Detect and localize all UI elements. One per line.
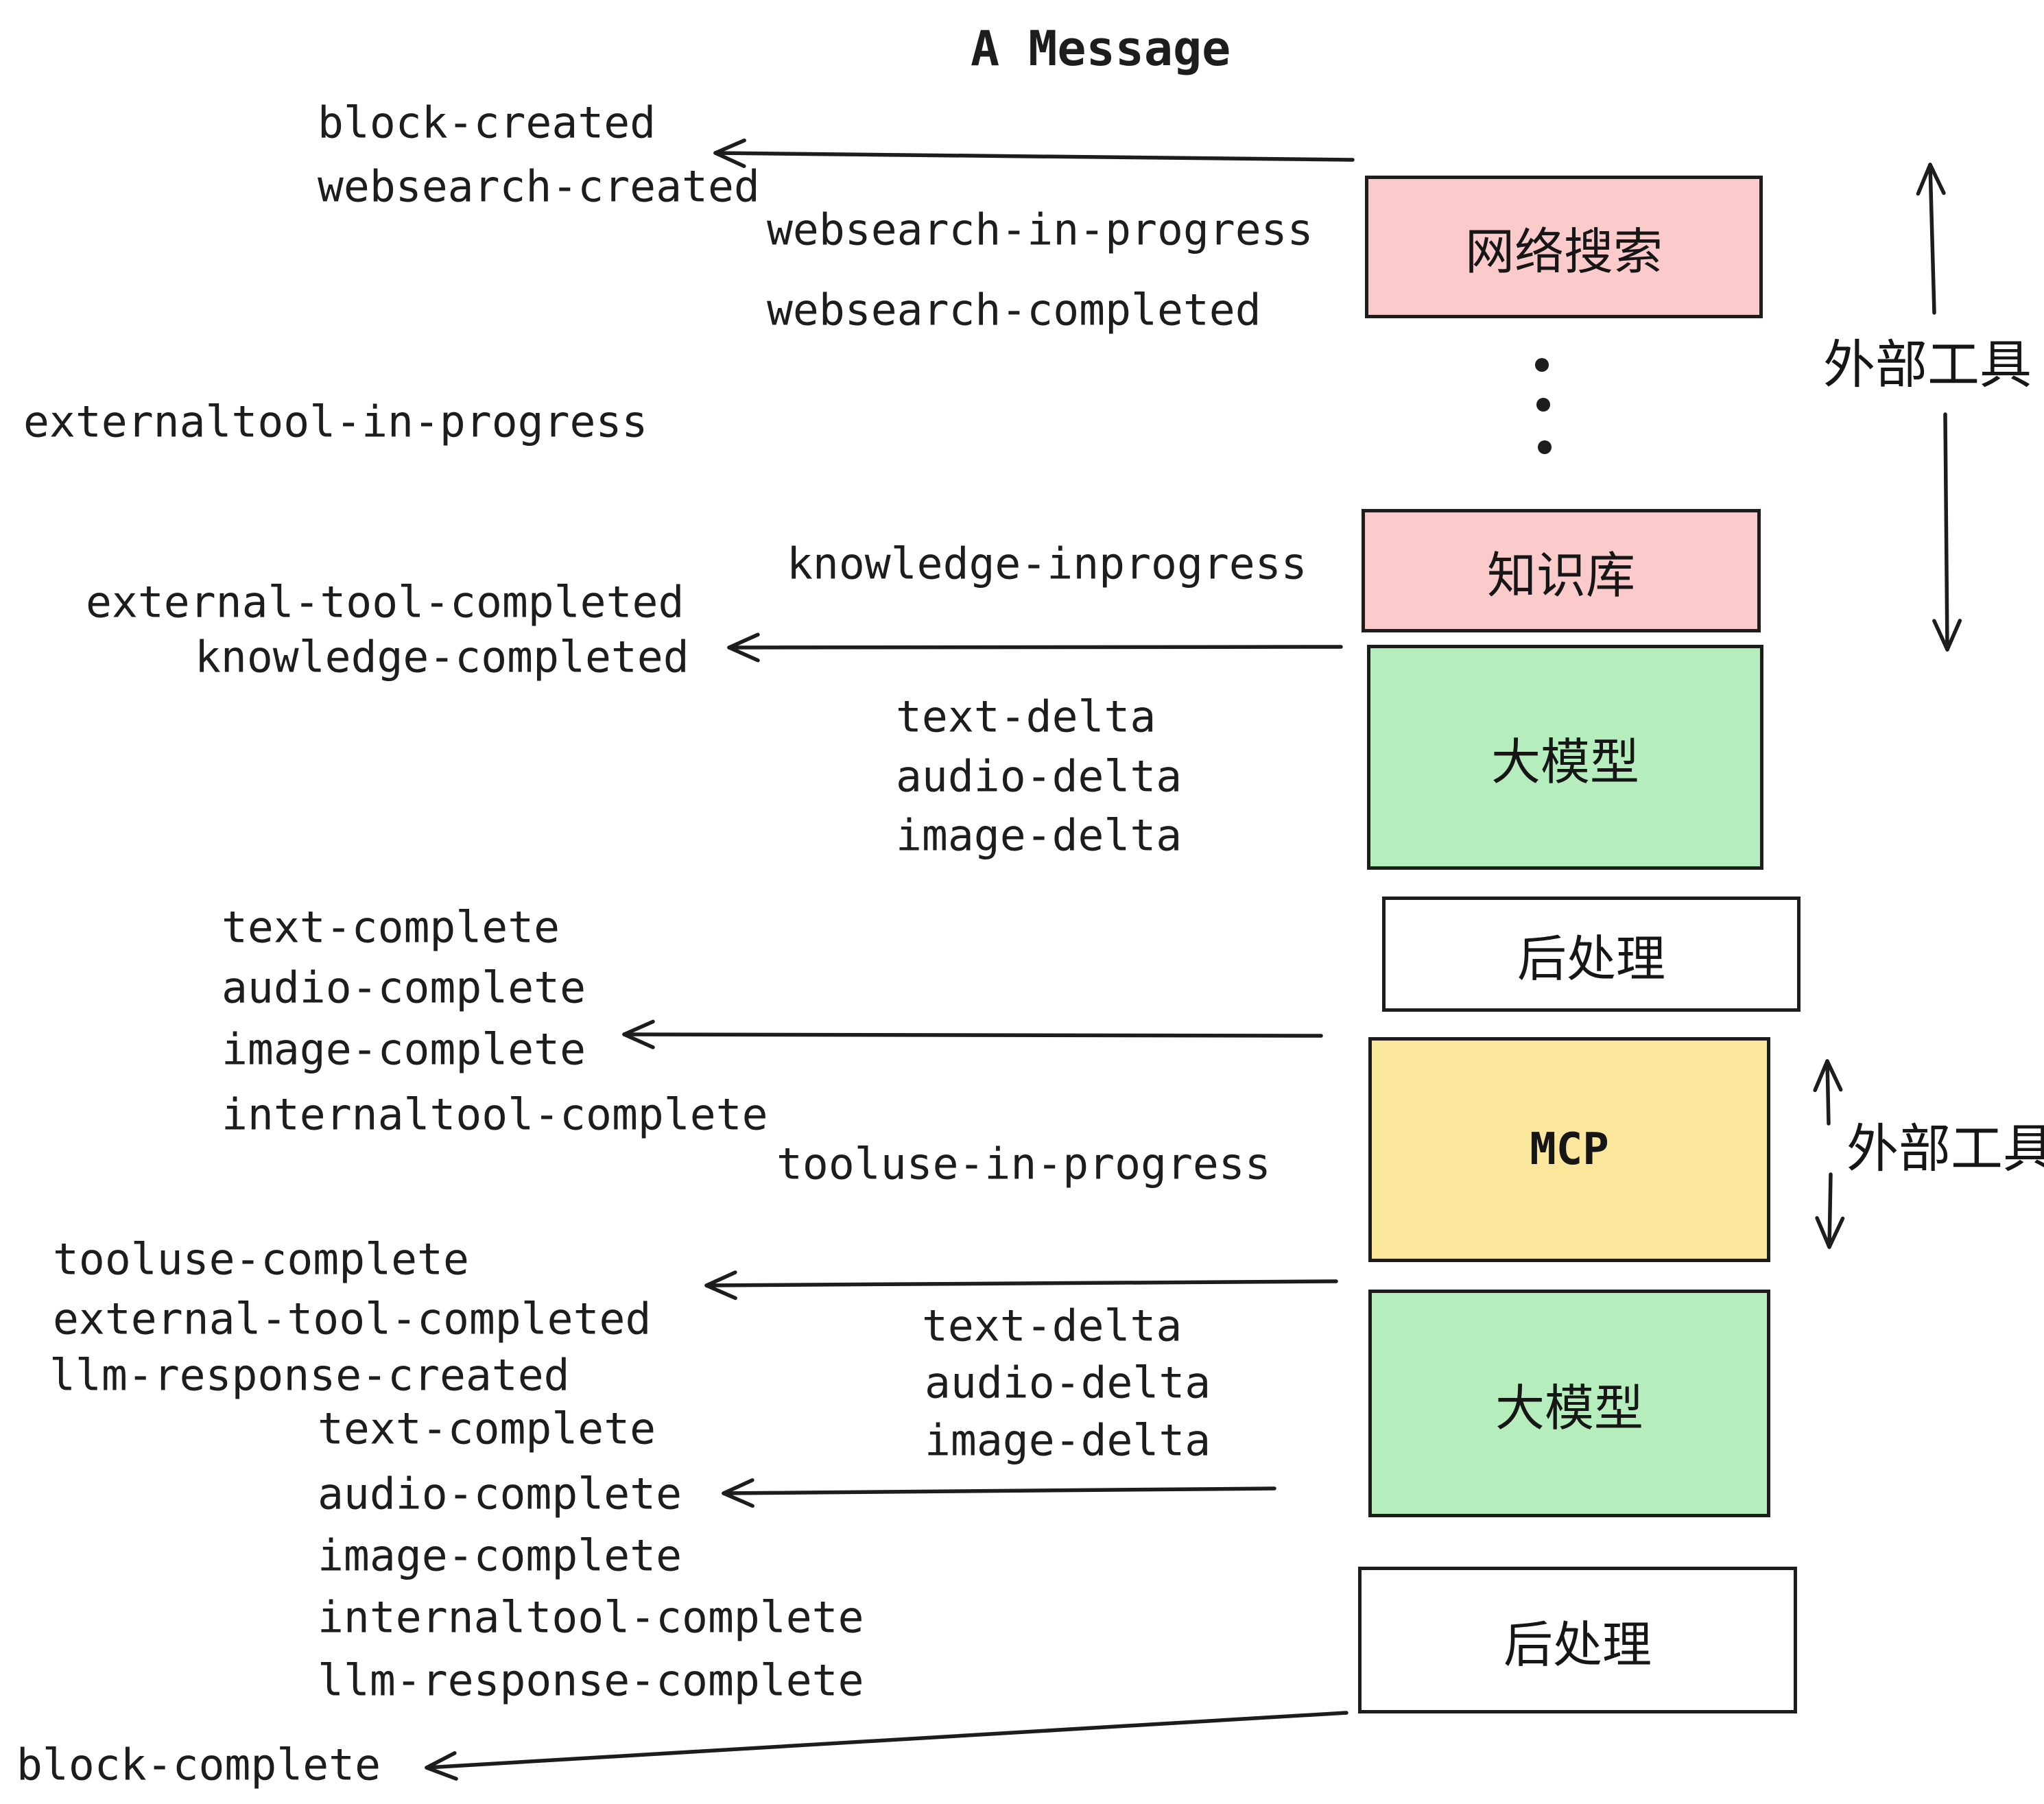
flow-box-label: 大模型 xyxy=(1490,735,1639,790)
event-label-image-complete: image-complete xyxy=(222,1024,586,1075)
event-label-tooluse-complete: tooluse-complete xyxy=(53,1234,469,1285)
event-label-text-delta: text-delta xyxy=(922,1301,1183,1351)
ellipsis-dot-3 xyxy=(1538,440,1552,454)
event-label-block-created: block-created xyxy=(318,97,656,148)
arrow-external-tools-up-1 xyxy=(1916,163,1946,315)
flow-box-websearch: 网络搜索 xyxy=(1365,176,1763,318)
event-label-text-delta: text-delta xyxy=(896,691,1156,742)
event-label-internaltool-complete: internaltool-complete xyxy=(222,1089,768,1140)
flow-box-llm-2: 大模型 xyxy=(1368,1290,1770,1517)
event-label-image-delta: image-delta xyxy=(896,810,1183,861)
event-label-external-tool-completed: external-tool-completed xyxy=(53,1294,652,1344)
arrow-to-audio-complete xyxy=(722,1478,1276,1508)
event-label-audio-delta: audio-delta xyxy=(925,1357,1211,1408)
arrow-to-tooluse-complete xyxy=(704,1270,1338,1301)
event-label-websearch-created: websearch-created xyxy=(318,161,760,212)
arrow-external-tools-down-2 xyxy=(1815,1172,1845,1249)
flow-box-label: 知识库 xyxy=(1486,548,1635,604)
event-label-knowledge-completed: knowledge-completed xyxy=(195,632,689,683)
event-label-image-delta: image-delta xyxy=(925,1415,1211,1466)
arrow-to-knowledge-completed xyxy=(727,632,1343,663)
event-label-externaltool-in-progress: externaltool-in-progress xyxy=(23,396,648,447)
event-label-websearch-completed: websearch-completed xyxy=(767,285,1261,335)
flow-box-label: 大模型 xyxy=(1495,1381,1643,1436)
event-label-external-tool-completed: external-tool-completed xyxy=(86,577,685,628)
arrow-external-tools-up-2 xyxy=(1813,1059,1843,1126)
external-tools-label-1: 外部工具 xyxy=(1823,336,2032,394)
page-title: A Message xyxy=(971,21,1231,77)
flow-box-postprocess-1: 后处理 xyxy=(1382,897,1801,1012)
ellipsis-dot-1 xyxy=(1535,358,1549,372)
event-label-internaltool-complete: internaltool-complete xyxy=(318,1592,864,1643)
event-label-audio-complete: audio-complete xyxy=(222,962,586,1013)
flow-box-postprocess-2: 后处理 xyxy=(1358,1567,1797,1713)
arrow-to-block-complete xyxy=(425,1711,1348,1781)
arrow-external-tools-down-1 xyxy=(1932,412,1962,652)
external-tools-label-2: 外部工具 xyxy=(1846,1120,2044,1178)
flow-box-mcp: MCP xyxy=(1368,1037,1770,1262)
flow-box-label: 后处理 xyxy=(1503,1617,1652,1673)
arrow-to-image-complete xyxy=(622,1019,1323,1049)
event-label-websearch-in-progress: websearch-in-progress xyxy=(767,204,1314,255)
ellipsis-dot-2 xyxy=(1536,398,1550,412)
event-label-llm-response-created: llm-response-created xyxy=(49,1350,570,1401)
arrow-to-block-created xyxy=(713,138,1355,168)
flow-box-label: MCP xyxy=(1530,1124,1609,1175)
flow-box-label: 网络搜索 xyxy=(1464,224,1663,280)
event-label-knowledge-inprogress: knowledge-inprogress xyxy=(787,538,1307,589)
event-label-block-complete: block-complete xyxy=(16,1740,381,1790)
flow-box-label: 后处理 xyxy=(1517,931,1665,987)
event-label-image-complete: image-complete xyxy=(318,1530,682,1581)
event-label-tooluse-in-progress: tooluse-in-progress xyxy=(776,1139,1271,1189)
event-label-audio-complete: audio-complete xyxy=(318,1469,682,1519)
event-label-llm-response-complete: llm-response-complete xyxy=(318,1655,864,1706)
event-label-text-complete: text-complete xyxy=(318,1403,656,1454)
flow-box-knowledge: 知识库 xyxy=(1362,509,1761,632)
event-label-audio-delta: audio-delta xyxy=(896,751,1183,802)
flow-box-llm-1: 大模型 xyxy=(1367,645,1763,870)
event-label-text-complete: text-complete xyxy=(222,902,560,953)
